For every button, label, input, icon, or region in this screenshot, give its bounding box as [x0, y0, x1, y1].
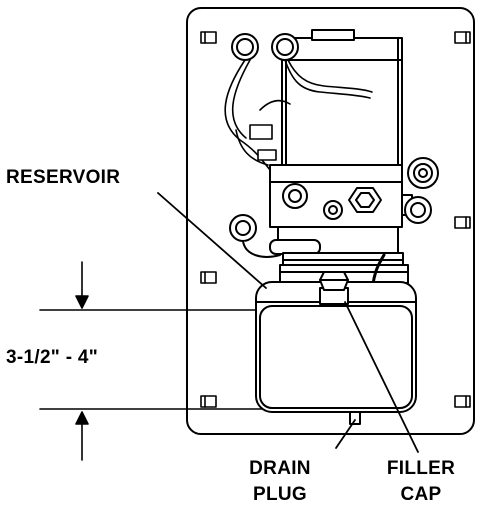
- filler-cap: [319, 271, 349, 305]
- mounting-slots: [200, 31, 471, 408]
- drain-plug-label: DRAIN PLUG: [226, 458, 334, 506]
- drain-plug: [349, 411, 361, 425]
- top-fittings: [231, 33, 299, 61]
- filler-cap-leader: [344, 301, 419, 453]
- filler-cap-label-line1: FILLER: [386, 458, 456, 479]
- filler-cap-label-line2: CAP: [400, 484, 442, 505]
- drain-plug-label-line1: DRAIN: [249, 458, 311, 479]
- reservoir-label: RESERVOIR: [6, 167, 121, 188]
- mounting-plate: [186, 7, 475, 435]
- drain-plug-leader: [335, 419, 356, 449]
- valve-manifold: [269, 164, 413, 228]
- elbow-fittings: [229, 196, 432, 258]
- reservoir-tank: [255, 281, 417, 413]
- right-fitting: [407, 157, 439, 189]
- wiring-harness: [224, 59, 373, 171]
- leader-lines: [157, 192, 419, 453]
- dimension-label: 3-1/2" - 4": [6, 347, 99, 368]
- drain-plug-label-line2: PLUG: [253, 484, 307, 505]
- reservoir-leader: [157, 192, 267, 289]
- dimension-lines: [39, 261, 263, 461]
- pump-body: [269, 226, 409, 284]
- filler-cap-label: FILLER CAP: [366, 458, 476, 506]
